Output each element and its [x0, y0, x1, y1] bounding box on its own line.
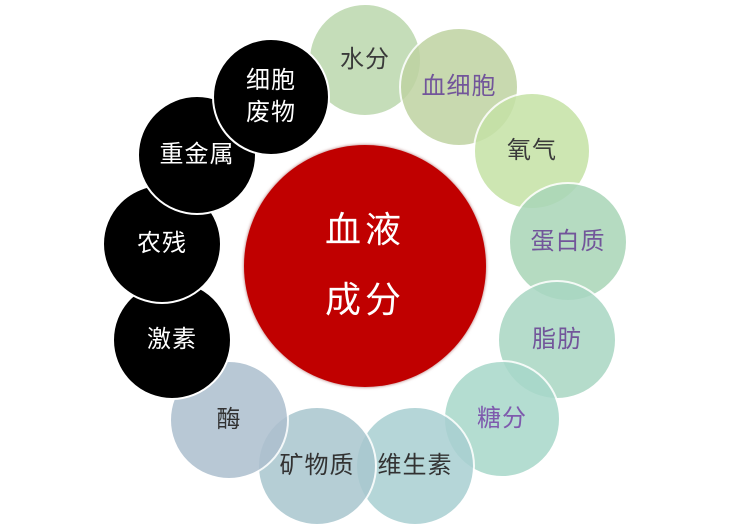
bubble-label: 水分 [340, 45, 390, 74]
bubble-label: 蛋白质 [530, 227, 606, 256]
center-circle-blood-composition: 血液 成分 [244, 145, 486, 387]
bubble-label: 血细胞 [421, 72, 497, 101]
bubble-label: 农残 [137, 229, 187, 258]
bubble-label: 重金属 [159, 140, 235, 169]
bubble-label: 糖分 [477, 404, 527, 433]
bubble-label: 细胞 废物 [246, 66, 296, 126]
bubble-label: 激素 [147, 325, 197, 354]
bubble-label: 氧气 [507, 136, 557, 165]
center-label: 血液 成分 [324, 209, 405, 321]
bubble-label: 维生素 [377, 451, 453, 480]
bubble-cell-waste: 细胞 废物 [212, 38, 330, 156]
bubble-label: 脂肪 [532, 325, 582, 354]
bubble-label: 矿物质 [279, 451, 355, 480]
bubble-label: 酶 [216, 405, 242, 434]
